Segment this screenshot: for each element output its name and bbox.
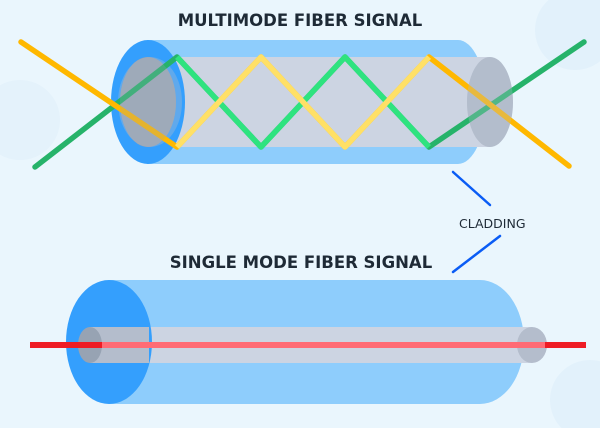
background-blob [0, 80, 60, 160]
core-face-overlay [120, 57, 176, 147]
core-end-overlay [467, 57, 513, 147]
multimode-core-face-rim [118, 57, 182, 147]
callout-line-top [451, 170, 492, 207]
background-blob [535, 0, 600, 70]
single-mode-title: SINGLE MODE FIBER SIGNAL [170, 253, 433, 272]
callout-line-bottom [451, 234, 502, 274]
multimode-core [150, 57, 490, 147]
multimode-fiber [111, 40, 513, 164]
cladding-label: CLADDING [459, 216, 526, 231]
multimode-core-face [120, 57, 176, 147]
yellow-ray-inside-core [174, 54, 432, 150]
multimode-title: MULTIMODE FIBER SIGNAL [178, 11, 423, 30]
background-blob [550, 360, 600, 428]
